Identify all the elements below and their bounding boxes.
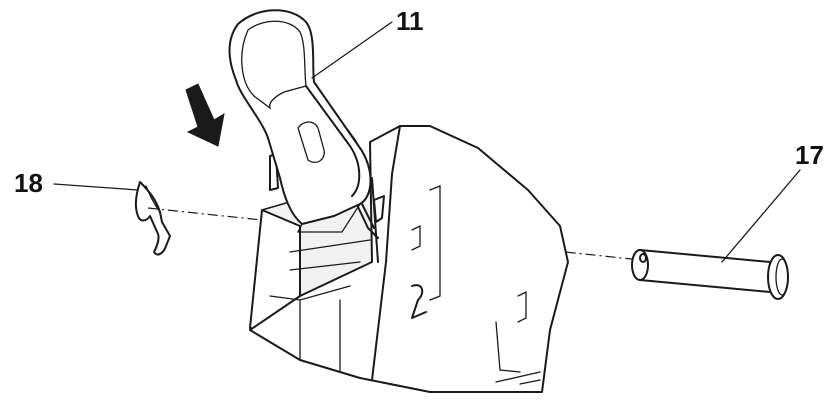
bracket-housing (249, 125, 569, 393)
callout-label-17: 17 (795, 140, 824, 170)
leader-line-11 (311, 21, 393, 79)
callout-label-11: 11 (396, 6, 424, 36)
down-arrow-icon (185, 83, 225, 147)
leader-line-17 (721, 169, 801, 263)
assembly-axis-line (147, 207, 661, 263)
leader-line-18 (53, 183, 139, 191)
callout-label-18: 18 (14, 168, 43, 198)
clevis-pin (631, 249, 789, 300)
lever-handle (228, 9, 372, 233)
hairpin-clip (134, 181, 171, 256)
